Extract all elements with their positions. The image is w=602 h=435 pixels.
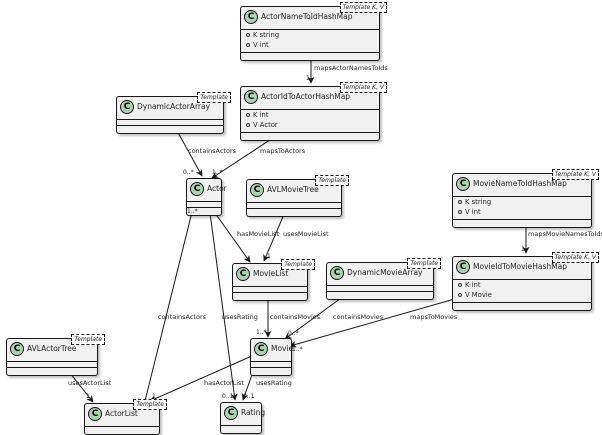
relation-label: hasMovieList — [237, 230, 280, 238]
class-stereotype-icon: C — [224, 406, 238, 420]
edge-hasActorList — [149, 354, 255, 402]
class-actor-name-to-id-hashmap[interactable]: C ActorNameToIdHashMap Template K, V K s… — [240, 2, 387, 61]
multiplicity: 1 — [521, 246, 525, 253]
class-name: DynamicMovieArray — [347, 268, 423, 277]
multiplicity: 1 — [306, 75, 310, 82]
public-field-icon — [246, 33, 250, 37]
class-movie[interactable]: C Movie — [250, 338, 294, 376]
multiplicity: 0..1 — [243, 393, 255, 400]
relation-label: mapsActorNamesToIds — [314, 64, 388, 72]
attribute: K string — [241, 30, 379, 40]
class-stereotype-icon: C — [120, 100, 134, 114]
class-stereotype-icon: C — [330, 266, 344, 280]
class-movie-id-to-movie-hashmap[interactable]: C MovieIdToMovieHashMap Template K, V K … — [452, 252, 599, 311]
class-name: ActorNameToIdHashMap — [261, 12, 353, 21]
relation-label: mapsToMovies — [410, 313, 458, 321]
class-stereotype-icon: C — [236, 267, 250, 281]
class-actor-list[interactable]: C ActorList Template — [84, 399, 167, 435]
template-parameter-box: Template — [133, 399, 167, 410]
public-field-icon — [246, 43, 250, 47]
multiplicity: 0..* — [288, 330, 299, 337]
class-avl-movie-tree[interactable]: C AVLMovieTree Template — [246, 175, 349, 217]
class-stereotype-icon: C — [244, 10, 258, 24]
class-name: AVLMovieTree — [267, 185, 319, 194]
class-name: AVLActorTree — [27, 344, 77, 353]
class-name: ActorList — [105, 409, 138, 418]
template-parameter-box: Template K, V — [339, 2, 387, 13]
relation-label: containsMovies — [270, 313, 321, 321]
edge-mapsToMovies — [289, 295, 466, 348]
public-field-icon — [458, 210, 462, 214]
relation-label: usesMovieList — [283, 230, 329, 238]
edge-usesRating-actor — [207, 197, 238, 401]
relation-label: containsMovies — [333, 313, 384, 321]
template-parameter-box: Template — [315, 175, 349, 186]
relation-label: hasActorList — [204, 379, 244, 387]
edge-containsActors-bottom — [144, 199, 197, 402]
multiplicity: 0..1 — [222, 393, 234, 400]
class-stereotype-icon: C — [250, 183, 264, 197]
public-field-icon — [458, 293, 462, 297]
class-name: Actor — [207, 184, 227, 193]
class-stereotype-icon: C — [254, 342, 268, 356]
public-field-icon — [246, 113, 250, 117]
template-parameter-box: Template — [197, 92, 231, 103]
template-parameter-box: Template — [281, 259, 315, 270]
relation-label: containsActors — [188, 147, 237, 155]
class-stereotype-icon: C — [88, 407, 102, 421]
class-name: Movie — [271, 344, 294, 353]
class-movie-name-to-id-hashmap[interactable]: C MovieNameToIdHashMap Template K, V K s… — [452, 169, 599, 228]
class-actor[interactable]: C Actor — [186, 178, 227, 216]
class-stereotype-icon: C — [456, 177, 470, 191]
attribute: V int — [453, 207, 591, 217]
template-parameter-box: Template K, V — [551, 252, 599, 263]
class-dynamic-actor-array[interactable]: C DynamicActorArray Template — [116, 92, 231, 134]
attribute: K int — [241, 110, 379, 120]
multiplicity: 1 — [152, 393, 156, 400]
class-name: Rating — [241, 408, 266, 417]
attribute: K string — [453, 197, 591, 207]
multiplicity: 1..* — [256, 329, 267, 336]
relation-label: usesRating — [256, 379, 292, 387]
class-actor-id-to-actor-hashmap[interactable]: C ActorIdToActorHashMap Template K, V K … — [240, 82, 387, 141]
multiplicity: 1 — [267, 253, 271, 260]
template-parameter-box: Template K, V — [339, 82, 387, 93]
class-name: ActorIdToActorHashMap — [261, 92, 351, 101]
template-parameter-box: Template — [407, 258, 441, 269]
class-rating[interactable]: C Rating — [220, 402, 266, 434]
class-dynamic-movie-array[interactable]: C DynamicMovieArray Template — [326, 258, 441, 300]
relation-label: mapsToActors — [260, 147, 306, 155]
relation-label: mapsMovieNamesToIds — [528, 230, 602, 238]
class-name: MovieIdToMovieHashMap — [473, 262, 567, 271]
class-name: MovieNameToIdHashMap — [473, 179, 567, 188]
attribute: V Movie — [453, 290, 591, 300]
template-parameter-box: Template — [71, 334, 105, 345]
public-field-icon — [458, 200, 462, 204]
multiplicity: 1..* — [292, 346, 303, 353]
public-field-icon — [458, 283, 462, 287]
attribute: V Actor — [241, 120, 379, 130]
template-parameter-box: Template K, V — [551, 169, 599, 180]
class-stereotype-icon: C — [10, 342, 24, 356]
multiplicity: 1 — [86, 393, 90, 400]
attribute: K int — [453, 280, 591, 290]
relation-label: usesActorList — [68, 379, 112, 387]
multiplicity: 0..* — [183, 169, 194, 176]
attribute: V int — [241, 40, 379, 50]
class-stereotype-icon: C — [190, 182, 204, 196]
class-name: MovieList — [253, 269, 289, 278]
public-field-icon — [246, 123, 250, 127]
class-avl-actor-tree[interactable]: C AVLActorTree Template — [6, 334, 105, 376]
class-movie-list[interactable]: C MovieList Template — [232, 259, 315, 301]
multiplicity: 1..* — [187, 208, 198, 215]
class-stereotype-icon: C — [456, 260, 470, 274]
relation-label: usesRating — [222, 313, 258, 321]
class-stereotype-icon: C — [244, 90, 258, 104]
relation-label: containsActors — [158, 313, 207, 321]
multiplicity: 1..* — [212, 169, 223, 176]
class-name: DynamicActorArray — [137, 102, 211, 111]
